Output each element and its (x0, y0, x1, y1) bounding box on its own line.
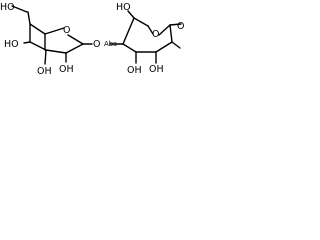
bond (45, 49, 67, 54)
bond (29, 41, 47, 51)
bond (169, 24, 173, 43)
bond (127, 10, 135, 19)
bond (133, 17, 149, 27)
bond (23, 41, 31, 44)
right-sugar-ring (109, 10, 182, 64)
stereo-abs-label: Abs (104, 40, 117, 48)
bond (11, 5, 28, 13)
atom-label-o-glycosidic: O (93, 39, 100, 50)
atom-label-oh-bottom-right-1: OH (127, 65, 142, 76)
bond (147, 25, 154, 35)
atom-label-oh-bottom-left: OH (37, 66, 52, 77)
bond (67, 34, 84, 45)
atom-label-ho-left: HO (4, 39, 19, 50)
bond (122, 17, 135, 45)
bond (29, 23, 46, 35)
bond (155, 41, 173, 53)
atom-label-oh-bottom-right-2: OH (149, 64, 164, 75)
bond (158, 24, 171, 36)
bond (44, 27, 65, 35)
atom-label-ho-top-left: HO (0, 2, 15, 13)
atom-label-o-methoxy: O (177, 21, 184, 32)
atom-label-oh-bottom-middle: OH (59, 64, 74, 75)
bond (169, 23, 182, 26)
atom-label-o-ring-left: O (63, 25, 70, 36)
left-sugar-ring (11, 5, 93, 65)
bond (171, 41, 181, 49)
atom-label-o-ring-right: O (152, 29, 159, 40)
bond (65, 43, 84, 54)
bond (122, 43, 137, 53)
molecular-structure: HO O HO OH OH O HO O O Abs OH OH (0, 2, 184, 77)
bond (44, 49, 47, 65)
atom-label-ho-top-right: HO (116, 2, 131, 13)
bond (27, 11, 31, 25)
